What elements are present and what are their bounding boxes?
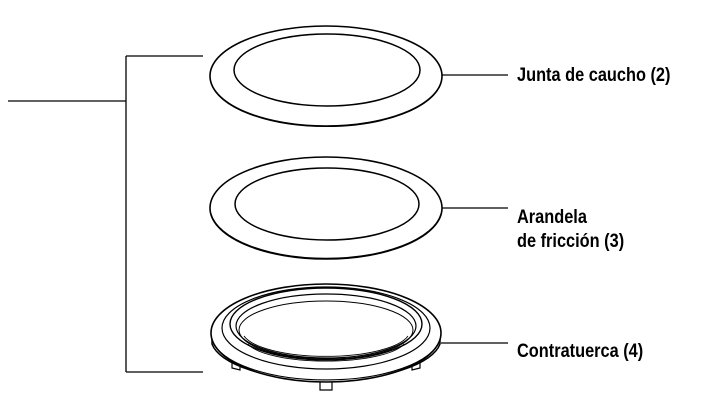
rubber-gasket-drawing bbox=[209, 25, 443, 128]
rubber-gasket-label: Junta de caucho (2) bbox=[517, 65, 671, 86]
friction-washer-label: Arandela de fricción (3) bbox=[517, 206, 624, 254]
lock-nut-label: Contratuerca (4) bbox=[517, 341, 644, 362]
friction-washer-drawing bbox=[209, 156, 443, 260]
leader-lines bbox=[441, 74, 508, 344]
lock-nut-drawing bbox=[210, 283, 442, 391]
group-bracket bbox=[8, 55, 203, 373]
friction-washer-label-line2: de fricción (3) bbox=[517, 231, 625, 252]
friction-washer-label-line1: Arandela bbox=[517, 207, 587, 228]
